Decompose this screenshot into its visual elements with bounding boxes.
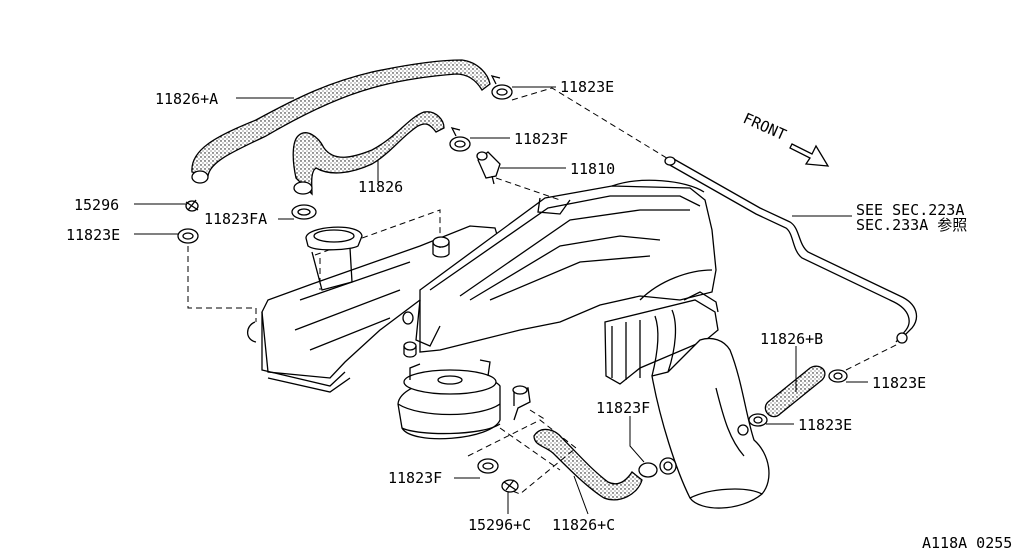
- clamp-11823fa: [291, 204, 317, 220]
- dash-right-connection: [845, 343, 899, 371]
- label-see-sec-1: SEE SEC.223A: [856, 201, 964, 219]
- label-11823fa: 11823FA: [204, 210, 267, 228]
- label-11823e-top: 11823E: [560, 78, 614, 96]
- diagram-code: A118A 0255: [922, 534, 1012, 552]
- label-11823f-mid: 11823F: [596, 399, 650, 417]
- hose-11826-a: [191, 59, 491, 177]
- diaphragm-valve: [397, 359, 531, 440]
- label-11810: 11810: [570, 160, 615, 178]
- dash-top-connection: [511, 87, 671, 161]
- hose-11826: [292, 111, 445, 196]
- breather-tube: [664, 156, 918, 344]
- clamp-11823e-right-2: [737, 413, 768, 436]
- hose-11826-c: [533, 428, 643, 501]
- clamp-11823f-mid: [638, 457, 677, 478]
- hose-a-end: [191, 170, 209, 184]
- oil-filler-cap: [305, 226, 363, 291]
- dash-bottom-box-2: [499, 409, 561, 471]
- dash-valve-connection: [495, 177, 561, 201]
- throttle-body-duct: [604, 291, 770, 509]
- hose-main-end: [293, 181, 313, 195]
- clamp-15296: [185, 199, 199, 212]
- label-11826-b: 11826+B: [760, 330, 823, 348]
- dash-bottom-box: [467, 419, 577, 495]
- label-see-sec-2: SEC.233A 参照: [856, 216, 967, 234]
- label-11826-c: 11826+C: [552, 516, 615, 534]
- clamp-11823e-right-1: [828, 369, 848, 383]
- intake-manifold: [402, 179, 717, 358]
- clamp-15296-c: [501, 479, 519, 493]
- label-15296-c: 15296+C: [468, 516, 531, 534]
- label-11826: 11826: [358, 178, 403, 196]
- clamp-11823e-top: [490, 75, 513, 100]
- dash-left-connection: [187, 246, 257, 322]
- clamp-11823f-bottom: [477, 458, 499, 474]
- label-11823e-right-1: 11823E: [872, 374, 926, 392]
- hose-11826-b: [764, 365, 826, 418]
- cover-port: [432, 236, 450, 258]
- clamp-11823e-left: [177, 228, 199, 244]
- label-11823f-top: 11823F: [514, 130, 568, 148]
- label-11826-a: 11826+A: [155, 90, 218, 108]
- label-11823e-left: 11823E: [66, 226, 120, 244]
- rocker-cover: [246, 209, 499, 393]
- clamp-11823f-top: [449, 127, 471, 152]
- label-11823e-right-2: 11823E: [798, 416, 852, 434]
- label-11823f-bottom: 11823F: [388, 469, 442, 487]
- pcv-valve-11810: [476, 151, 501, 185]
- leader-lines: [134, 86, 868, 515]
- front-arrow-icon: [789, 143, 830, 167]
- label-15296: 15296: [74, 196, 119, 214]
- label-front: FRONT: [740, 109, 789, 144]
